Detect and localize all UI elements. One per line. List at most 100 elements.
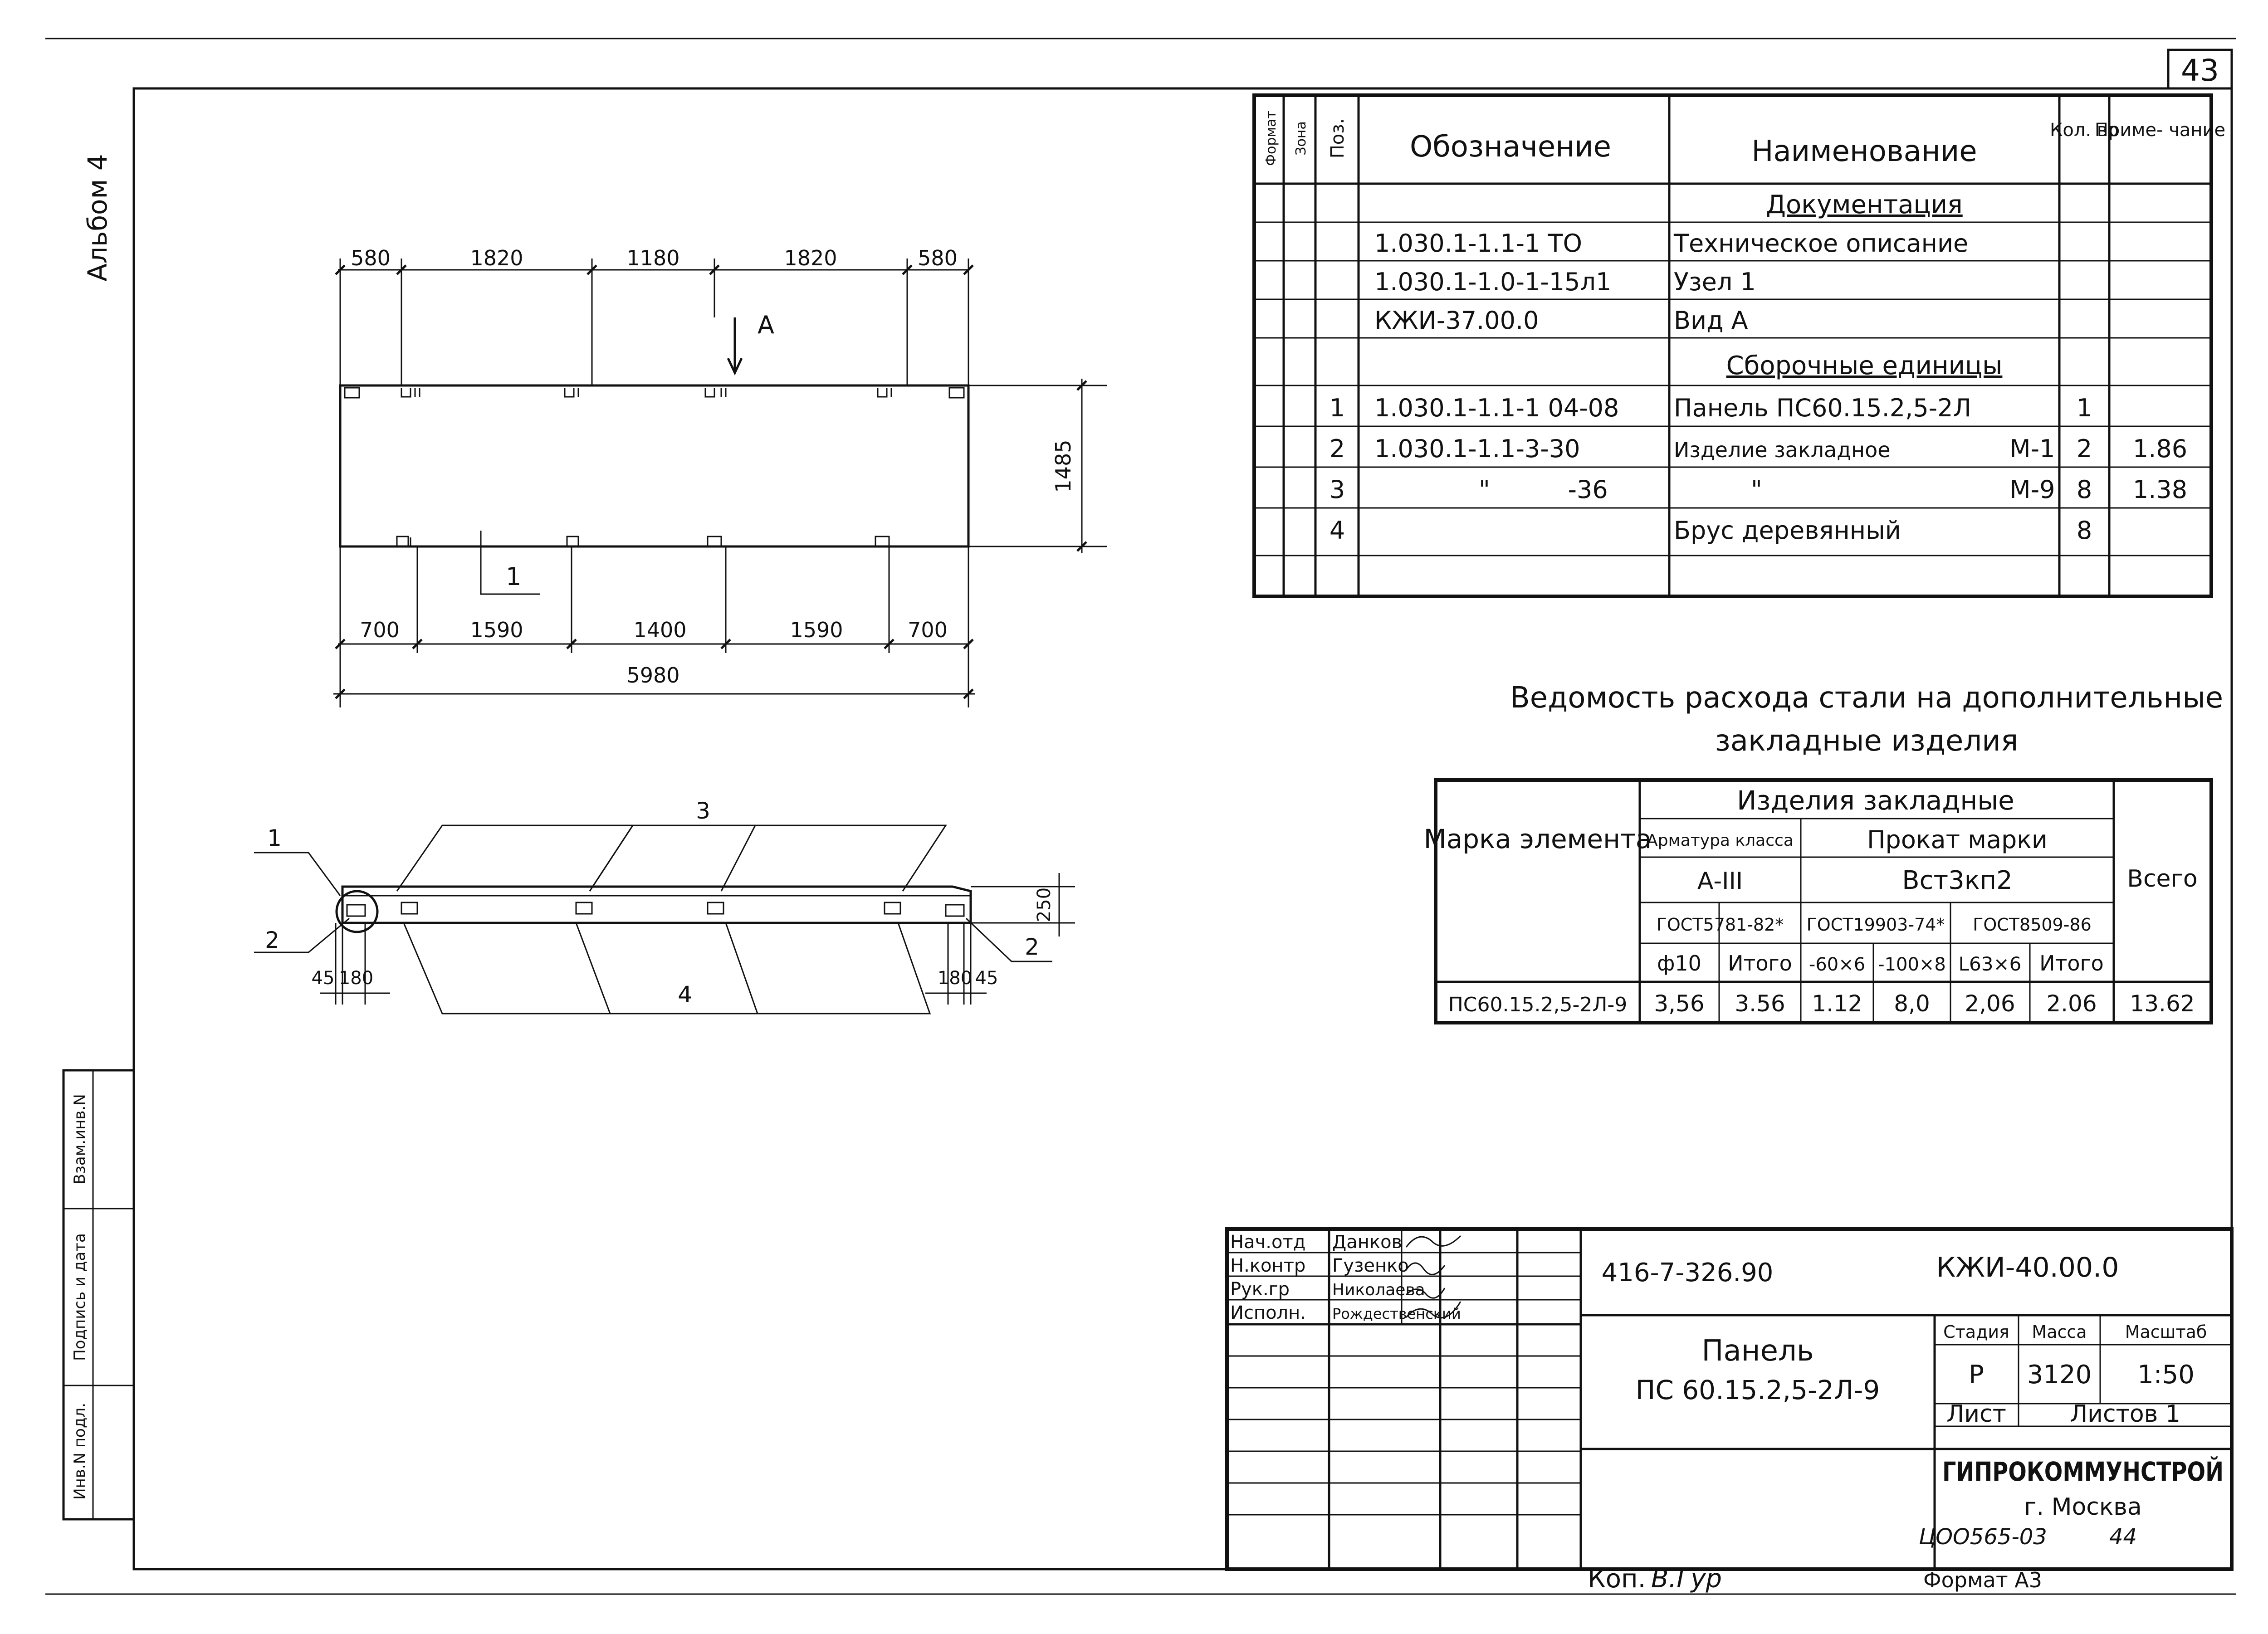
top-dim-4: 1820 [784, 246, 837, 270]
header-name: Наименование [1751, 135, 1977, 168]
section-pos-3: 3 [696, 798, 710, 824]
side-stamp-inv: Инв.N подл. [71, 1403, 89, 1500]
steel-h-c3: -60×6 [1809, 954, 1865, 975]
stamp-role-4: Исполн. [1230, 1302, 1306, 1323]
bottom-dim-4: 1590 [790, 618, 843, 642]
spec-row-7-qty: 8 [2077, 475, 2092, 504]
spec-row-5-name: Панель ПС60.15.2,5-2Л [1674, 394, 1971, 422]
top-dim-5: 580 [918, 246, 958, 270]
stage-label: Стадия [1943, 1322, 2009, 1342]
section-dim-250: 250 [1034, 888, 1055, 922]
steel-h-c1: ф10 [1657, 951, 1701, 976]
section-dim-45-left: 45 [312, 968, 335, 989]
spec-row-heading-docs: Документация [1766, 190, 1962, 219]
copy-mark: Коп. [1588, 1564, 1646, 1594]
copy-signature: В.Гур [1651, 1564, 1722, 1594]
page-number: 43 [2181, 53, 2219, 88]
spec-row-2-designation: 1.030.1-1.0-1-15л1 [1374, 268, 1611, 296]
project-code: 416-7-326.90 [1602, 1258, 1774, 1288]
scale-label: Масштаб [2125, 1322, 2207, 1342]
steel-table: Ведомость расхода стали на дополнительны… [1424, 681, 2223, 1024]
steel-h-gost2: ГОСТ19903-74* [1807, 915, 1945, 935]
steel-h-c5: L63×6 [1959, 953, 2022, 975]
steel-h-c4: -100×8 [1878, 954, 1946, 975]
mass-value: 3120 [2027, 1360, 2092, 1390]
spec-row-8-name: Брус деревянный [1674, 516, 1901, 545]
spec-row-1-designation: 1.030.1-1.1-1 ТО [1374, 229, 1582, 258]
page-number-box [2167, 49, 2233, 90]
sheet-label: Лист [1946, 1400, 2006, 1428]
stamp-person-2: Гузенко [1332, 1255, 1409, 1276]
spec-row-8-pos: 4 [1330, 516, 1345, 545]
top-dim-2: 1820 [470, 246, 523, 270]
header-note: Приме- чание [2095, 120, 2225, 141]
spec-row-6-mark: М-1 [2009, 434, 2055, 463]
steel-row-c2: 3.56 [1735, 990, 1785, 1017]
steel-title-line1: Ведомость расхода стали на дополнительны… [1510, 681, 2223, 715]
steel-row-c4: 8,0 [1894, 990, 1930, 1017]
steel-row-mark: ПС60.15.2,5-2Л-9 [1448, 993, 1628, 1016]
stamp-title-line2: ПС 60.15.2,5-2Л-9 [1636, 1375, 1880, 1405]
spec-row-8-qty: 8 [2077, 516, 2092, 545]
organization-name: ГИПРОКОММУНСТРОЙ [1942, 1456, 2224, 1487]
steel-h-items: Изделия закладные [1737, 785, 2014, 816]
side-stamp-replace: Взам.инв.N [71, 1094, 89, 1184]
spec-row-5-pos: 1 [1330, 394, 1345, 422]
side-stamp-sign: Подпись и дата [71, 1233, 89, 1361]
section-pos-4: 4 [678, 981, 692, 1008]
spec-row-7-pos: 3 [1330, 475, 1345, 504]
scale-value: 1:50 [2137, 1360, 2195, 1390]
panel-plan-view: А 1 580 1820 1180 1820 580 [333, 246, 1107, 707]
spec-row-6-pos: 2 [1330, 434, 1345, 463]
title-block: Нач.отд Н.контр Рук.гр Исполн. Данков Гу… [1225, 1227, 2234, 1571]
stamp-person-1: Данков [1332, 1232, 1402, 1253]
archive-number: ЦОО565-03 [1919, 1524, 2047, 1550]
stamp-role-2: Н.контр [1230, 1255, 1305, 1276]
spec-row-7-designation: " -36 [1479, 475, 1608, 504]
document-code: КЖИ-40.00.0 [1936, 1252, 2119, 1283]
album-label: Альбом 4 [82, 154, 113, 281]
spec-row-5-designation: 1.030.1-1.1-1 04-08 [1374, 394, 1619, 422]
section-dim-180-left: 180 [339, 968, 373, 989]
stamp-person-4: Рождественский [1332, 1305, 1461, 1322]
sheets-label: Листов 1 [2070, 1400, 2180, 1428]
header-format: Формат [1263, 111, 1279, 166]
steel-h-rolled: Прокат марки [1867, 825, 2048, 854]
section-dim-45-right: 45 [975, 968, 998, 989]
spec-row-6-qty: 2 [2077, 434, 2092, 463]
spec-row-7-mark: М-9 [2009, 475, 2055, 504]
bottom-dim-3: 1400 [633, 618, 686, 642]
side-stamp: Инв.N подл. Подпись и дата Взам.инв.N [62, 1069, 135, 1521]
top-dim-1: 580 [351, 246, 391, 270]
steel-title-line2: закладные изделия [1715, 724, 2019, 758]
stamp-title-line1: Панель [1701, 1334, 1813, 1368]
section-dim-180-right: 180 [938, 968, 972, 989]
spec-row-1-name: Техническое описание [1673, 229, 1968, 258]
spec-row-2-name: Узел 1 [1674, 268, 1756, 296]
steel-row-total: 13.62 [2130, 990, 2195, 1017]
stage-value: Р [1969, 1360, 1984, 1390]
section-pos-1: 1 [267, 825, 282, 851]
section-pos-2-left: 2 [265, 927, 279, 953]
specification-table: Формат Зона Поз. Обозначение Наименовани… [1252, 93, 2225, 598]
steel-h-rebar: Арматура класса [1647, 831, 1794, 850]
panel-section-view: 3 4 1 2 2 45 180 180 45 250 [254, 798, 1075, 1015]
stamp-role-1: Нач.отд [1230, 1232, 1305, 1253]
steel-h-gost1: ГОСТ5781-82* [1657, 915, 1784, 935]
steel-row-c5: 2,06 [1965, 990, 2015, 1017]
spec-row-6-designation: 1.030.1-1.1-3-30 [1374, 434, 1580, 463]
format-label: Формат А3 [1923, 1568, 2042, 1592]
bottom-dim-1: 700 [360, 618, 400, 642]
overall-length-dim: 5980 [626, 663, 679, 688]
steel-row-c1: 3,56 [1654, 990, 1704, 1017]
header-pos: Поз. [1327, 118, 1348, 159]
stamp-role-3: Рук.гр [1230, 1279, 1290, 1300]
stamp-person-3: Николаева [1332, 1281, 1425, 1299]
steel-h-rolled-grade: Вст3кп2 [1902, 866, 2013, 895]
steel-h-gost3: ГОСТ8509-86 [1973, 915, 2092, 935]
spec-row-3-designation: КЖИ-37.00.0 [1374, 306, 1539, 335]
steel-row-c6: 2.06 [2046, 990, 2097, 1017]
steel-h-total: Всего [2127, 865, 2197, 893]
spec-row-6-note: 1.86 [2133, 434, 2187, 463]
